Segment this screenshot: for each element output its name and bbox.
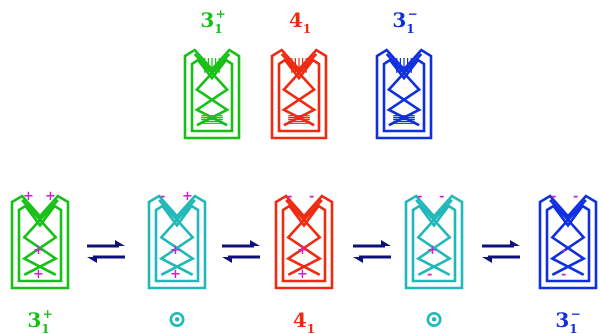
crossing-sign: - (439, 189, 444, 204)
crossing-sign: - (573, 189, 578, 204)
knot-inner-frame (281, 204, 327, 283)
knot-label: 31− (555, 307, 580, 334)
knot-label: 41 (289, 8, 311, 36)
crossing-sign: + (297, 267, 308, 282)
bottom-knot-1: + + + +31+ (10, 189, 70, 334)
crossing-sign: - (309, 189, 314, 204)
top-knot-1: 31+ (183, 7, 241, 140)
knot-inner-frame (190, 58, 234, 133)
knot-strand-b (159, 199, 196, 276)
bottom-knot-2: - + + + ⊙ (147, 189, 207, 333)
knot-strand-b (550, 199, 587, 276)
knot-frame (274, 194, 334, 290)
knot-strand-b (22, 199, 59, 276)
crossing-sign: - (561, 243, 566, 258)
crossing-sign: + (170, 267, 181, 282)
equilibrium-arrow-2 (222, 240, 260, 263)
knot-inner-frame (382, 58, 426, 133)
bottom-knot-3: - - + +41 (274, 189, 334, 334)
knot-inner-frame (17, 204, 63, 283)
crossing-sign: + (297, 243, 308, 258)
knot-label: 41 (293, 308, 315, 334)
crossing-sign: - (417, 189, 422, 204)
knot-inner-frame (545, 204, 591, 283)
knot-inner-frame (154, 204, 200, 283)
knot-inner-frame (411, 204, 457, 283)
knot-label: ⊙ (424, 304, 444, 333)
top-knot-2: 41 (270, 8, 328, 140)
knot-frame (147, 194, 207, 290)
knot-inner-frame (277, 58, 321, 133)
crossing-sign: + (23, 189, 34, 204)
knot-frame (10, 194, 70, 290)
bottom-knot-4: - - + - ⊙ (404, 189, 464, 333)
knot-label: 31+ (200, 7, 225, 36)
bottom-knot-5: - - - - 31− (538, 189, 598, 334)
equilibrium-arrow-4 (482, 240, 520, 263)
crossing-sign: + (170, 243, 181, 258)
crossing-sign: + (33, 267, 44, 282)
crossing-sign: - (551, 189, 556, 204)
crossing-sign: + (182, 189, 193, 204)
crossing-sign: - (287, 189, 292, 204)
knot-strand-b (416, 199, 453, 276)
equilibrium-arrow-3 (353, 240, 391, 263)
knot-frame (404, 194, 464, 290)
crossing-sign: - (160, 189, 165, 204)
knot-frame (183, 48, 241, 140)
knot-strand-b (286, 199, 323, 276)
knot-frame (538, 194, 598, 290)
knot-frame (270, 48, 328, 140)
knot-frame (375, 48, 433, 140)
crossing-sign: - (427, 267, 432, 282)
crossing-sign: - (561, 267, 566, 282)
knot-label: 31− (392, 7, 417, 36)
crossing-sign: + (45, 189, 56, 204)
knot-label: ⊙ (167, 304, 187, 333)
crossing-sign: + (427, 243, 438, 258)
equilibrium-arrow-1 (87, 240, 125, 263)
knot-label: 31+ (27, 307, 52, 334)
top-knot-3: 31− (375, 7, 433, 140)
crossing-sign: + (33, 243, 44, 258)
